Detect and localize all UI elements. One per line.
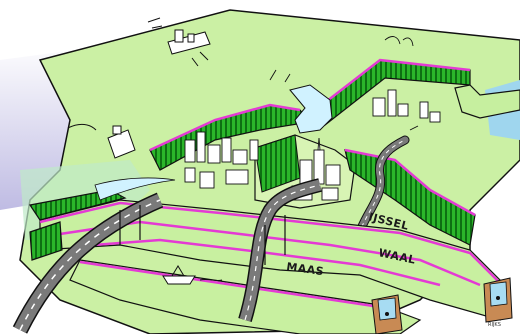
inner-canal: [289, 84, 333, 134]
highway-west: [12, 192, 164, 334]
highway-center: [238, 178, 322, 323]
label-maas: MAAS: [286, 260, 325, 278]
river-cross-section-2: [483, 277, 513, 323]
bridge-pylons: [119, 205, 286, 265]
polder-wall-top: [149, 103, 301, 152]
signature: RIJKS: [488, 322, 501, 328]
city-left: [184, 131, 259, 189]
boat-lower: [162, 265, 223, 285]
dike-north-east: [454, 84, 520, 119]
water-inflow: [94, 177, 176, 201]
splash-marks: [269, 36, 419, 131]
dike-east-top: [344, 148, 476, 217]
ship-left: [67, 123, 136, 159]
dike-north-top: [317, 58, 471, 109]
dike-west-lower: [29, 221, 63, 261]
city-northeast: [372, 89, 441, 123]
river-magenta-1: [39, 201, 501, 284]
ship-top: [147, 17, 211, 67]
river-cross-section-1: [371, 294, 403, 334]
